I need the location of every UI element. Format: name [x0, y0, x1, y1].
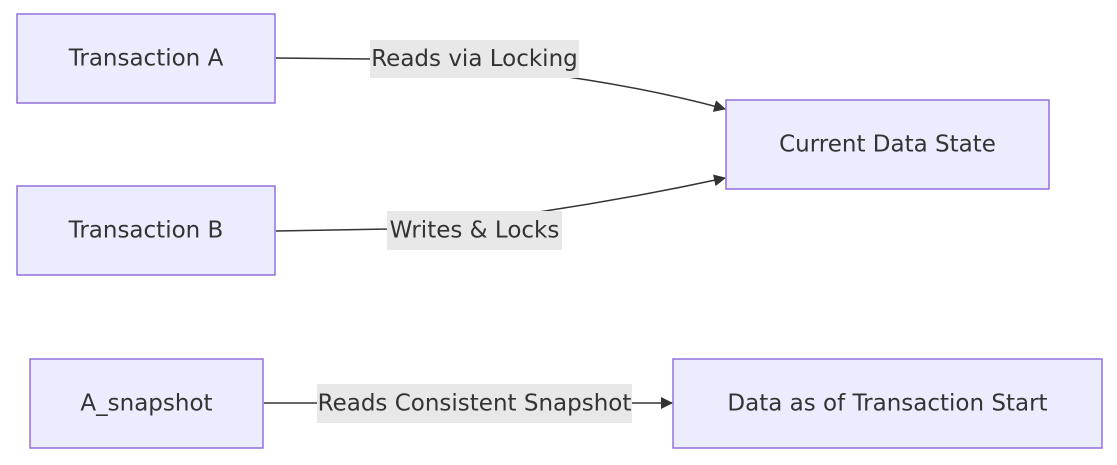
edge-label-reads-consistent-snapshot: Reads Consistent Snapshot — [317, 384, 632, 423]
edge-label-text-reads-consistent-snapshot: Reads Consistent Snapshot — [318, 391, 632, 417]
node-data-as-of-transaction-start: Data as of Transaction Start — [672, 358, 1103, 449]
edge-label-text-writes-and-locks: Writes & Locks — [390, 218, 560, 244]
node-transaction-a: Transaction A — [16, 13, 276, 104]
edge-label-text-reads-via-locking: Reads via Locking — [371, 46, 578, 72]
edge-label-reads-via-locking: Reads via Locking — [370, 40, 579, 78]
node-current-data-state: Current Data State — [725, 99, 1050, 190]
edge-label-writes-and-locks: Writes & Locks — [387, 211, 562, 250]
node-a-snapshot: A_snapshot — [29, 358, 264, 449]
node-label-transaction-a: Transaction A — [68, 46, 224, 72]
node-transaction-b: Transaction B — [16, 185, 276, 276]
node-label-current-data-state: Current Data State — [779, 132, 996, 158]
node-label-a-snapshot: A_snapshot — [80, 391, 212, 417]
node-label-data-as-of-transaction-start: Data as of Transaction Start — [727, 391, 1047, 417]
node-label-transaction-b: Transaction B — [68, 218, 224, 244]
